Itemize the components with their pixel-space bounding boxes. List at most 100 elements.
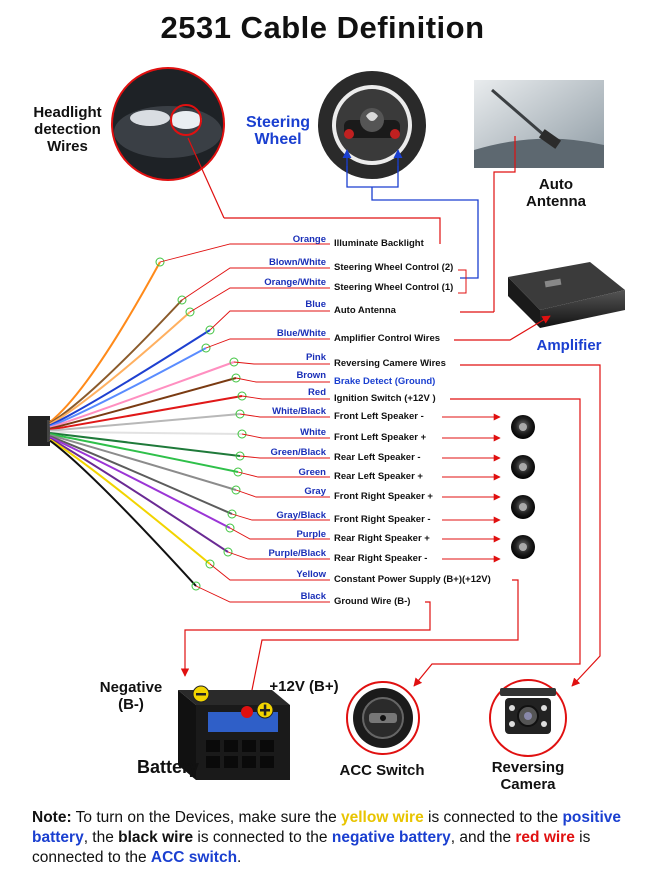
wire-leader-8 (241, 395, 330, 400)
wire-color-label: Yellow (296, 569, 326, 580)
speaker-front-left (511, 415, 535, 439)
wire-11 (49, 432, 241, 457)
speaker-front-right (511, 495, 535, 519)
wire-color-label: White (300, 427, 326, 438)
positive-label: +12V (B+) (269, 678, 339, 695)
wire-10 (49, 430, 243, 435)
wire-15 (49, 436, 231, 529)
amplifier-label: Amplifier (536, 337, 602, 354)
antenna-route (493, 136, 516, 312)
wire-function-label: Front Right Speaker - (334, 514, 431, 525)
connector-plug (28, 416, 50, 446)
wire-leader-14 (231, 513, 330, 521)
steering-route (371, 187, 479, 279)
wire-function-label: Ground Wire (B-) (334, 596, 411, 607)
note-part-7: . (237, 849, 242, 866)
wire-color-label: Green (298, 467, 326, 478)
note-part-3: , the (83, 829, 119, 846)
wire-6 (49, 361, 235, 429)
steering-wheel-image (318, 71, 426, 179)
wire-marker-7 (231, 373, 241, 383)
wire-marker-3 (185, 307, 195, 317)
wire-function-label: Amplifier Control Wires (334, 333, 441, 344)
wire-color-label: Gray/Black (276, 510, 326, 521)
wire-color-label: Purple/Black (268, 548, 326, 559)
note-negative-battery: negative battery (331, 829, 451, 846)
camera-route (460, 364, 601, 687)
wire-color-label: Gray (304, 486, 326, 497)
wire-leader-11 (239, 455, 330, 459)
wire-color-label: Green/Black (270, 447, 326, 458)
note-positive-battery: positive battery (32, 809, 622, 846)
wire-3 (49, 311, 191, 426)
wire-12 (49, 433, 239, 473)
positive-route (247, 579, 519, 701)
wire-marker-10 (237, 429, 247, 439)
wire-leader-16 (227, 551, 330, 560)
battery-label: Battery (136, 757, 200, 777)
wire-function-label: Auto Antenna (334, 305, 396, 316)
wire-marker-8 (237, 391, 247, 401)
wire-leader-17 (209, 563, 330, 581)
wire-color-label: Purple (296, 529, 326, 540)
wire-leader-6 (233, 361, 330, 365)
note-acc-switch: ACC switch (150, 849, 238, 866)
wire-leader-4 (209, 310, 330, 331)
steering-wheel-label: Steering Wheel (245, 114, 310, 148)
wire-leader-1 (159, 243, 330, 263)
wire-function-label: Constant Power Supply (B+)(+12V) (334, 574, 491, 585)
acc-switch-image (346, 681, 420, 755)
wire-function-label: Steering Wheel Control (2) (334, 262, 454, 273)
wire-function-label: Front Left Speaker + (334, 432, 427, 443)
wire-color-label: Orange (292, 234, 326, 245)
camera-image (489, 679, 567, 757)
wire-function-label: Reversing Camere Wires (334, 358, 446, 369)
negative-route (180, 601, 431, 677)
headlight-arrow (187, 137, 225, 219)
wire-leader-2 (181, 267, 330, 301)
headlight-image (111, 67, 225, 181)
wire-function-label: Rear Right Speaker - (334, 553, 428, 564)
wire-18 (49, 439, 197, 587)
wire-leader-18 (195, 585, 330, 603)
note-part-1: To turn on the Devices, make sure the (71, 809, 341, 826)
wire-color-label: Orange/White (264, 277, 326, 288)
note-part-5: , and the (450, 829, 516, 846)
wire-marker-14 (227, 509, 237, 519)
note-black-wire: black wire (118, 829, 194, 846)
wire-function-label: Rear Right Speaker + (334, 533, 430, 544)
amplifier-arrow (454, 315, 551, 341)
wire-marker-16 (223, 547, 233, 557)
wire-marker-1 (155, 257, 165, 267)
note-part-6: is connected to the (32, 829, 591, 866)
wire-marker-5 (201, 343, 211, 353)
note-part-2: is connected to the (423, 809, 563, 826)
wire-color-label: White/Black (272, 406, 326, 417)
headlight-label: Headlight detection Wires (33, 104, 102, 155)
wire-17 (49, 438, 211, 565)
wire-4 (49, 329, 211, 427)
steering-bracket (458, 269, 467, 294)
wire-marker-12 (233, 467, 243, 477)
wire-leader-7 (235, 377, 330, 383)
wire-5 (49, 347, 207, 428)
wire-marker-9 (235, 409, 245, 419)
speaker-rear-left (511, 455, 535, 479)
negative-label: Negative (B-) (99, 679, 163, 713)
wire-leader-10 (241, 433, 330, 439)
wire-color-label: Pink (305, 352, 326, 363)
wire-color-label: Blue (305, 299, 326, 310)
wire-color-label: Black (300, 591, 326, 602)
amplifier-image (508, 262, 625, 328)
acc-route (413, 398, 581, 687)
wire-marker-2 (177, 295, 187, 305)
wire-function-label: Steering Wheel Control (1) (334, 282, 454, 293)
note-part-4: is connected to the (193, 829, 332, 846)
wire-2 (49, 299, 183, 424)
page-title: 2531 Cable Definition (160, 10, 485, 45)
wire-16 (49, 437, 229, 553)
speaker-rear-right (511, 535, 535, 559)
wire-harness (49, 243, 501, 603)
